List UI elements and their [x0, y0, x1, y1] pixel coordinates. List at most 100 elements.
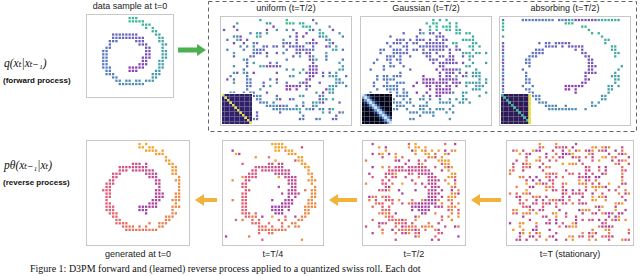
data-dot — [296, 108, 298, 110]
transition-matrix-cell — [506, 114, 509, 117]
data-dot — [253, 42, 255, 44]
data-dot — [253, 49, 255, 51]
transition-matrix-cell — [235, 99, 238, 102]
data-dot — [112, 183, 114, 185]
data-dot — [447, 163, 449, 165]
data-dot — [284, 206, 286, 208]
transition-matrix-cell — [225, 114, 228, 117]
data-dot — [388, 186, 390, 188]
data-dot — [418, 209, 420, 211]
data-dot — [436, 108, 438, 110]
data-dot — [269, 85, 271, 87]
data-dot — [408, 202, 410, 204]
data-dot — [281, 212, 283, 214]
data-dot — [465, 65, 467, 67]
data-dot — [289, 98, 291, 100]
transition-matrix-cell — [247, 99, 250, 102]
data-dot — [412, 111, 414, 113]
data-dot — [162, 196, 164, 198]
data-dot — [459, 101, 461, 103]
data-dot — [469, 101, 471, 103]
data-dot — [388, 216, 390, 218]
data-dot — [485, 92, 487, 94]
transition-matrix-cell — [232, 99, 235, 102]
data-dot — [302, 95, 304, 97]
transition-matrix-cell — [375, 107, 378, 110]
data-dot — [322, 101, 324, 103]
data-dot — [335, 118, 337, 120]
data-dot — [617, 78, 619, 80]
data-dot — [245, 206, 247, 208]
data-dot — [138, 206, 140, 208]
transition-matrix-cell — [375, 104, 378, 107]
transition-matrix-cell — [509, 94, 512, 97]
data-dot — [379, 49, 381, 51]
data-dot — [389, 78, 391, 80]
transition-matrix-cell — [390, 94, 393, 97]
data-dot — [105, 192, 107, 194]
data-dot — [429, 32, 431, 34]
data-dot — [165, 57, 167, 59]
data-dot — [162, 43, 164, 45]
transition-matrix-cell — [382, 119, 385, 122]
data-dot — [112, 179, 114, 181]
data-dot — [281, 173, 283, 175]
data-dot — [335, 49, 337, 51]
transition-matrix-cell — [222, 114, 225, 117]
data-dot — [105, 60, 107, 62]
data-dot — [286, 59, 288, 61]
data-dot — [502, 59, 504, 61]
data-dot — [436, 29, 438, 31]
data-dot — [311, 199, 313, 201]
data-dot — [245, 186, 247, 188]
data-dot — [406, 45, 408, 47]
data-dot — [265, 225, 267, 227]
data-dot — [132, 83, 134, 85]
data-dot — [383, 75, 385, 77]
scatter-plots — [87, 15, 634, 246]
data-dot — [119, 173, 121, 175]
data-dot — [148, 150, 150, 152]
data-dot — [621, 65, 623, 67]
transition-matrix-cell — [529, 122, 532, 125]
data-dot — [381, 183, 383, 185]
transition-matrix-cell — [387, 114, 390, 117]
data-dot — [225, 235, 227, 237]
transition-matrix-cell — [227, 102, 230, 105]
data-dot — [525, 75, 527, 77]
transition-matrix-cell — [245, 94, 248, 97]
data-dot — [335, 82, 337, 84]
data-dot — [601, 98, 603, 100]
data-dot — [329, 85, 331, 87]
data-dot — [548, 42, 550, 44]
data-dot — [298, 225, 300, 227]
data-dot — [115, 176, 117, 178]
data-dot — [319, 98, 321, 100]
data-dot — [522, 85, 524, 87]
data-dot — [439, 85, 441, 87]
data-dot — [115, 37, 117, 39]
data-dot — [447, 169, 449, 171]
data-dot — [396, 101, 398, 103]
data-dot — [502, 49, 504, 51]
data-dot — [455, 29, 457, 31]
data-dot — [611, 88, 613, 90]
data-dot — [315, 42, 317, 44]
data-dot — [393, 49, 395, 51]
data-dot — [452, 78, 454, 80]
transition-matrix-cell — [372, 109, 375, 112]
data-dot — [294, 189, 296, 191]
data-dot — [584, 26, 586, 28]
data-dot — [274, 173, 276, 175]
data-dot — [439, 88, 441, 90]
data-dot — [296, 39, 298, 41]
data-dot — [322, 32, 324, 34]
data-dot — [441, 163, 443, 165]
plot-frame — [361, 17, 492, 126]
data-dot — [148, 57, 150, 59]
data-dot — [421, 173, 423, 175]
data-dot — [294, 222, 296, 224]
data-dot — [115, 173, 117, 175]
data-dot — [258, 166, 260, 168]
data-dot — [125, 33, 127, 35]
